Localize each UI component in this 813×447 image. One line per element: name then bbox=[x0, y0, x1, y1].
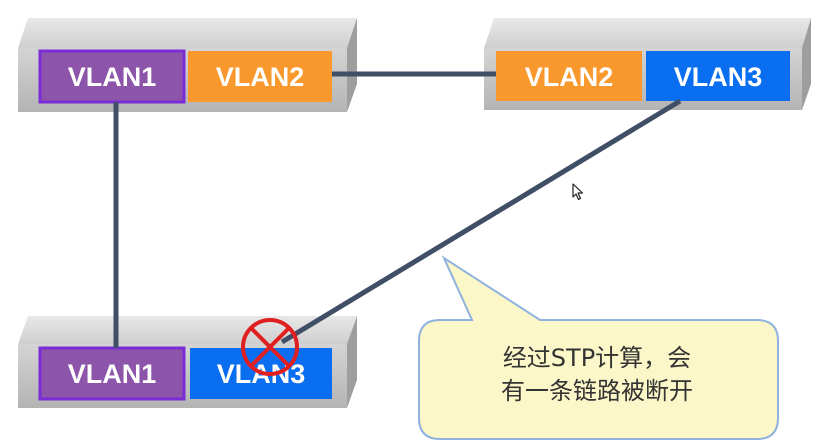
callout-bubble bbox=[418, 255, 779, 440]
switch-top-right: VLAN2 VLAN3 bbox=[484, 18, 811, 110]
callout-line-1: 经过STP计算，会 bbox=[502, 344, 692, 372]
port-label: VLAN3 bbox=[674, 62, 763, 92]
port-label: VLAN2 bbox=[216, 62, 305, 92]
port-vlan2: VLAN2 bbox=[188, 51, 332, 102]
mouse-pointer-icon bbox=[572, 183, 584, 201]
port-label: VLAN2 bbox=[525, 62, 614, 92]
callout-line-2: 有一条链路被断开 bbox=[501, 377, 693, 405]
link-vlan3-trunk bbox=[280, 98, 682, 345]
port-vlan1: VLAN1 bbox=[38, 49, 186, 104]
switch-bottom-left: VLAN1 VLAN3 bbox=[18, 316, 357, 408]
switch-top-left: VLAN1 VLAN2 bbox=[18, 18, 357, 112]
port-vlan1: VLAN1 bbox=[38, 346, 186, 401]
port-vlan2: VLAN2 bbox=[496, 51, 642, 101]
blocked-link-icon bbox=[241, 318, 299, 376]
port-label: VLAN1 bbox=[68, 359, 157, 389]
port-vlan3: VLAN3 bbox=[646, 51, 790, 101]
port-label: VLAN1 bbox=[68, 62, 157, 92]
callout-text: 经过STP计算，会 有一条链路被断开 bbox=[418, 342, 776, 408]
